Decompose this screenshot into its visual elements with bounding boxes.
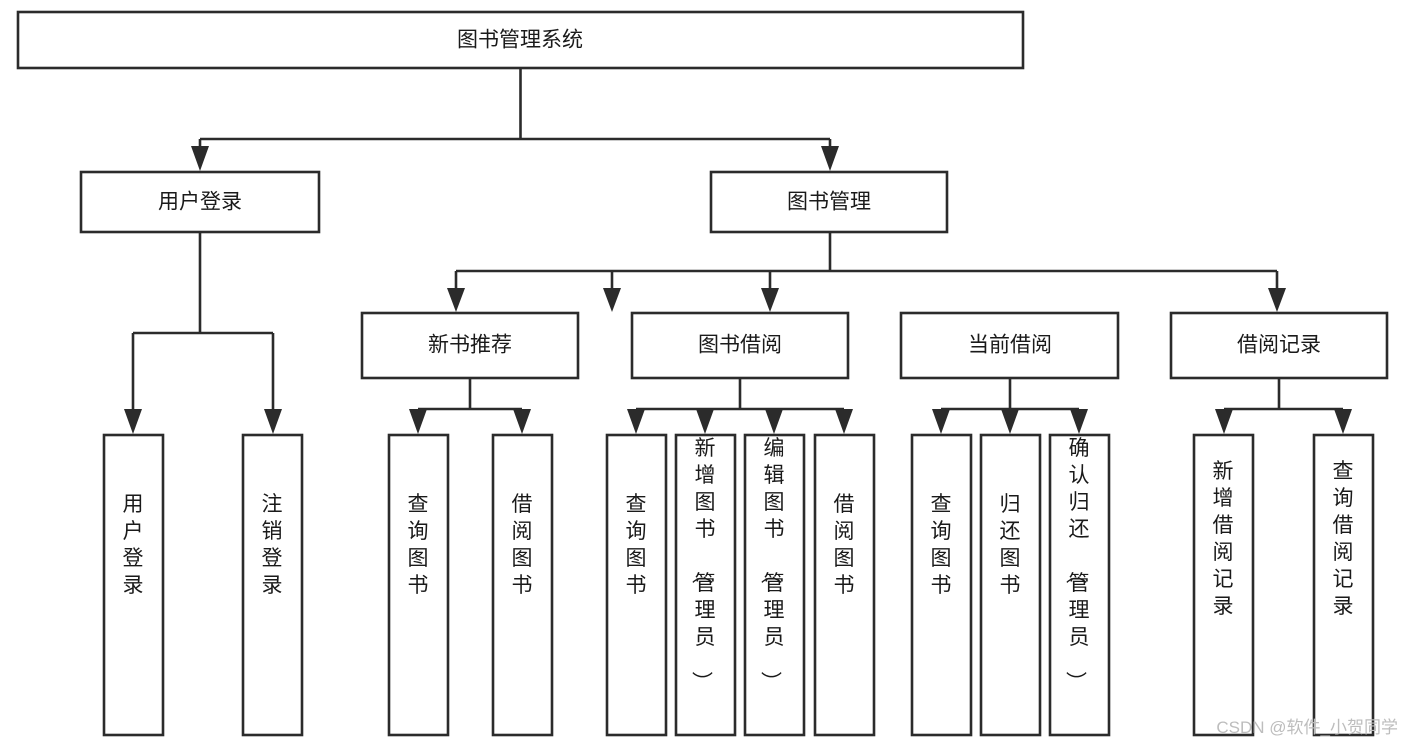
arrowhead-book-borrow xyxy=(603,288,621,312)
arrowhead-leaf-b4 xyxy=(835,409,853,434)
leaf-node[interactable]: 编辑图书（管理员） xyxy=(743,433,806,737)
leaf-cb-confirm-return-label: 确认归还（管理员） xyxy=(1064,437,1090,692)
connector-book-mgmt-to-level3 xyxy=(447,232,1286,312)
leaf-nb-borrow-book-label: 借阅图书 xyxy=(512,493,533,597)
leaf-node[interactable]: 新增图书（管理员） xyxy=(674,433,737,737)
connector-book-borrow-to-leaves xyxy=(627,378,853,434)
leaf-br-query-record-box[interactable] xyxy=(1312,433,1375,737)
arrowhead-borrow-record xyxy=(1268,288,1286,312)
node-borrow-record[interactable]: 借阅记录 xyxy=(1169,311,1389,380)
leaf-user-login-label: 用户登录 xyxy=(123,493,144,597)
node-root-box[interactable] xyxy=(16,10,1025,70)
leaf-cb-return-book-box[interactable] xyxy=(979,433,1042,737)
leaf-node[interactable]: 查询借阅记录 xyxy=(1312,433,1375,737)
leaf-nb-query-book-box[interactable] xyxy=(387,433,450,737)
node-current-borrow[interactable]: 当前借阅 xyxy=(899,311,1120,380)
node-book-borrow[interactable]: 图书借阅 xyxy=(630,311,850,380)
leaf-bb-edit-book-label: 编辑图书（管理员） xyxy=(759,437,785,692)
node-borrow-record-box[interactable] xyxy=(1169,311,1389,380)
arrowhead-leaf-u2 xyxy=(264,409,282,434)
node-new-book-recommend-box[interactable] xyxy=(360,311,580,380)
leaf-node[interactable]: 查询图书 xyxy=(910,433,973,737)
arrowhead-user-login xyxy=(191,146,209,171)
connector-current-borrow-to-leaves xyxy=(932,378,1088,434)
leaf-cb-query-book-box[interactable] xyxy=(910,433,973,737)
node-user-login-label: 用户登录 xyxy=(158,191,242,214)
node-user-login[interactable]: 用户登录 xyxy=(79,170,321,234)
arrowhead-leaf-u1 xyxy=(124,409,142,434)
leaf-logout-label: 注销登录 xyxy=(262,493,283,597)
node-book-borrow-box[interactable] xyxy=(630,311,850,380)
leaf-nb-query-book-label: 查询图书 xyxy=(408,493,429,597)
arrowhead-current-borrow xyxy=(761,288,779,312)
leaf-logout-box[interactable] xyxy=(241,433,304,737)
arrowhead-leaf-n2 xyxy=(513,409,531,434)
leaf-bb-add-book-label: 新增图书（管理员） xyxy=(690,437,716,692)
leaf-node[interactable]: 确认归还（管理员） xyxy=(1048,433,1111,737)
node-new-book-recommend[interactable]: 新书推荐 xyxy=(360,311,580,380)
leaf-user-login-box[interactable] xyxy=(102,433,165,737)
connector-user-login-to-leaves xyxy=(124,232,282,434)
arrowhead-leaf-n1 xyxy=(409,409,427,434)
arrowhead-new-book xyxy=(447,288,465,312)
leaf-cb-return-book-label: 归还图书 xyxy=(1000,493,1021,597)
leaf-br-add-record-box[interactable] xyxy=(1192,433,1255,737)
leaf-node[interactable]: 注销登录 xyxy=(241,433,304,737)
leaf-bb-query-book-box[interactable] xyxy=(605,433,668,737)
leaf-nb-borrow-book-box[interactable] xyxy=(491,433,554,737)
arrowhead-leaf-r2 xyxy=(1334,409,1352,434)
leaf-node[interactable]: 查询图书 xyxy=(605,433,668,737)
arrowhead-leaf-b1 xyxy=(627,409,645,434)
leaf-node[interactable]: 新增借阅记录 xyxy=(1192,433,1255,737)
node-current-borrow-box[interactable] xyxy=(899,311,1120,380)
arrowhead-leaf-c1 xyxy=(932,409,950,434)
arrowhead-leaf-c2 xyxy=(1001,409,1019,434)
leaf-bb-add-book-box[interactable] xyxy=(674,433,737,737)
node-user-login-box[interactable] xyxy=(79,170,321,234)
leaf-bb-query-book-label: 查询图书 xyxy=(626,493,647,597)
leaf-cb-query-book-label: 查询图书 xyxy=(931,493,952,597)
leaf-cb-confirm-return-box[interactable] xyxy=(1048,433,1111,737)
leaf-br-query-record-label: 查询借阅记录 xyxy=(1333,460,1354,618)
arrowhead-leaf-c3 xyxy=(1070,409,1088,434)
node-root-label: 图书管理系统 xyxy=(457,29,583,52)
leaf-bb-edit-book-box[interactable] xyxy=(743,433,806,737)
connector-borrow-record-to-leaves xyxy=(1215,378,1352,434)
node-root[interactable]: 图书管理系统 xyxy=(16,10,1025,70)
leaf-bb-borrow-book-label: 借阅图书 xyxy=(834,493,855,597)
node-book-borrow-label: 图书借阅 xyxy=(698,334,782,357)
node-current-borrow-label: 当前借阅 xyxy=(968,334,1052,357)
connector-root-to-level2 xyxy=(191,68,839,171)
leaf-node[interactable]: 用户登录 xyxy=(102,433,165,737)
leaf-bb-borrow-book-box[interactable] xyxy=(813,433,876,737)
leaf-node[interactable]: 查询图书 xyxy=(387,433,450,737)
leaf-node[interactable]: 归还图书 xyxy=(979,433,1042,737)
node-new-book-recommend-label: 新书推荐 xyxy=(428,334,512,357)
leaf-br-add-record-label: 新增借阅记录 xyxy=(1213,460,1234,618)
node-book-management-box[interactable] xyxy=(709,170,949,234)
node-book-management[interactable]: 图书管理 xyxy=(709,170,949,234)
node-book-management-label: 图书管理 xyxy=(787,191,871,214)
arrowhead-leaf-r1 xyxy=(1215,409,1233,434)
arrowhead-book-mgmt xyxy=(821,146,839,171)
connector-new-book-to-leaves xyxy=(409,378,531,434)
arrowhead-leaf-b3 xyxy=(765,409,783,434)
arrowhead-leaf-b2 xyxy=(696,409,714,434)
watermark-label: CSDN @软件_小贺同学 xyxy=(1216,718,1398,737)
leaf-node[interactable]: 借阅图书 xyxy=(813,433,876,737)
leaf-node[interactable]: 借阅图书 xyxy=(491,433,554,737)
node-borrow-record-label: 借阅记录 xyxy=(1237,334,1321,357)
